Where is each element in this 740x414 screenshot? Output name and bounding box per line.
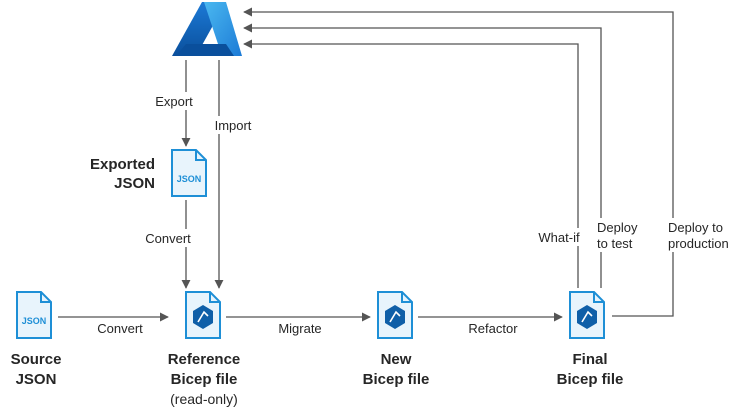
refactor-edge: Refactor bbox=[418, 312, 563, 336]
convert-source-edge: Convert bbox=[58, 312, 169, 336]
svg-text:JSON: JSON bbox=[22, 316, 47, 326]
bicep-file-icon bbox=[569, 291, 605, 339]
export-edge: Export bbox=[150, 60, 200, 147]
final-bicep-node: Final Bicep file bbox=[557, 291, 624, 388]
final-bicep-title-2: Bicep file bbox=[557, 371, 624, 388]
reference-bicep-note: (read-only) bbox=[170, 391, 238, 407]
what-if-edge: What-if bbox=[243, 39, 584, 288]
final-bicep-title-1: Final bbox=[572, 351, 607, 368]
reference-bicep-title-1: Reference bbox=[168, 351, 241, 368]
deploy-production-label-1: Deploy to bbox=[668, 220, 723, 235]
import-label: Import bbox=[215, 118, 252, 133]
convert-source-label: Convert bbox=[97, 321, 143, 336]
import-edge: Import bbox=[208, 60, 258, 289]
source-json-node: JSON Source JSON bbox=[11, 291, 62, 388]
exported-json-node: JSON Exported JSON bbox=[90, 149, 207, 197]
json-file-icon: JSON bbox=[171, 149, 207, 197]
new-bicep-title-2: Bicep file bbox=[363, 371, 430, 388]
deploy-test-edge: Deploy to test bbox=[243, 23, 644, 288]
deploy-production-edge: Deploy to production bbox=[243, 7, 738, 317]
convert-exported-label: Convert bbox=[145, 231, 191, 246]
export-label: Export bbox=[155, 94, 193, 109]
convert-exported-edge: Convert bbox=[140, 200, 198, 289]
deploy-test-label-1: Deploy bbox=[597, 220, 638, 235]
exported-json-title-2: JSON bbox=[114, 175, 155, 192]
bicep-file-icon bbox=[185, 291, 221, 339]
azure-logo-icon bbox=[172, 2, 242, 56]
refactor-label: Refactor bbox=[468, 321, 518, 336]
new-bicep-node: New Bicep file bbox=[363, 291, 430, 388]
deploy-production-label-2: production bbox=[668, 236, 729, 251]
migrate-edge: Migrate bbox=[226, 312, 371, 336]
deploy-test-label-2: to test bbox=[597, 236, 633, 251]
exported-json-title-1: Exported bbox=[90, 156, 155, 173]
svg-text:JSON: JSON bbox=[177, 174, 202, 184]
json-file-icon: JSON bbox=[16, 291, 52, 339]
source-json-title-2: JSON bbox=[16, 371, 57, 388]
source-json-title-1: Source bbox=[11, 351, 62, 368]
what-if-label: What-if bbox=[538, 230, 580, 245]
bicep-file-icon bbox=[377, 291, 413, 339]
migrate-label: Migrate bbox=[278, 321, 321, 336]
new-bicep-title-1: New bbox=[381, 351, 412, 368]
reference-bicep-node: Reference Bicep file (read-only) bbox=[168, 291, 241, 407]
reference-bicep-title-2: Bicep file bbox=[171, 371, 238, 388]
